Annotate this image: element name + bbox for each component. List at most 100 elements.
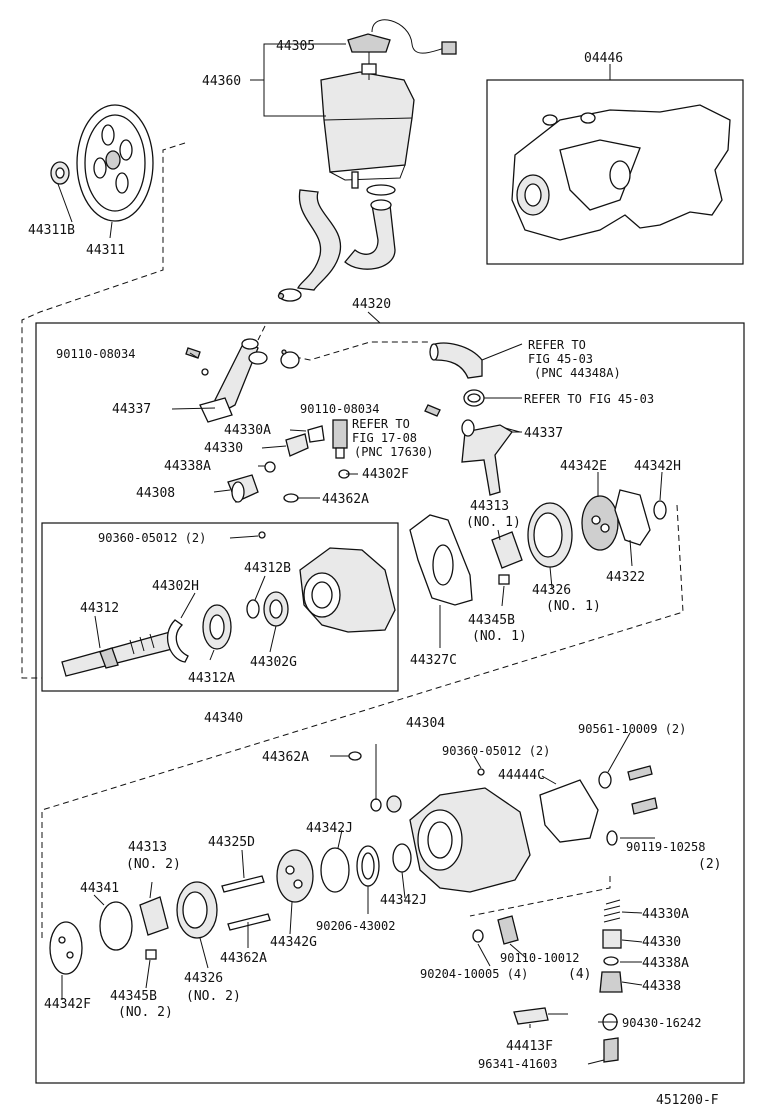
pins-44325D-icon	[221, 875, 271, 931]
hose-clamp-icon	[277, 288, 302, 302]
housing-sub-assy-icon	[511, 104, 731, 241]
label-44362A-top: 44362A	[322, 492, 369, 507]
pin-90360-b-icon	[477, 768, 485, 776]
seal-pair-icon	[370, 795, 402, 813]
plug-44338-icon	[599, 971, 623, 993]
label-no2-c: (NO. 2)	[186, 989, 241, 1004]
label-44330A-bot: 44330A	[642, 907, 689, 922]
plate-44342E-icon	[581, 495, 619, 551]
label-04446: 04446	[584, 51, 623, 66]
label-90206-43002: 90206-43002	[316, 919, 395, 933]
label-44337-right: 44337	[524, 426, 563, 441]
plate-44341-icon	[99, 901, 133, 951]
pulley-nut-icon	[50, 161, 70, 185]
label-44322: 44322	[606, 570, 645, 585]
cam-ring-44326-bot-icon	[176, 881, 218, 939]
label-90110-08034-a: 90110-08034	[56, 347, 135, 361]
hose-ref-line3: (PNC 44348A)	[534, 366, 621, 380]
outlet-union-right-icon	[461, 419, 521, 496]
label-44340: 44340	[204, 711, 243, 726]
hose-clamp-dash	[257, 325, 266, 341]
label-44360: 44360	[202, 74, 241, 89]
oring-44342J-b-icon	[392, 843, 412, 873]
hose-ref-icon	[429, 342, 483, 379]
label-44342G: 44342G	[270, 935, 317, 950]
label-44312A: 44312A	[188, 671, 235, 686]
clamp-small-icon	[280, 349, 300, 369]
shaft-sub-assy-frame	[41, 522, 399, 692]
hose-boundary-line	[284, 341, 430, 361]
label-44327C: 44327C	[410, 653, 457, 668]
label-44444C: 44444C	[498, 768, 545, 783]
valve-boundary-line	[469, 876, 611, 917]
label-44313-bot: 44313	[128, 840, 167, 855]
label-44311B: 44311B	[28, 223, 75, 238]
label-44330-bot: 44330	[642, 935, 681, 950]
pulley-icon	[76, 104, 154, 222]
reservoir-cap-icon	[347, 19, 457, 80]
clamp-ref-icon	[463, 389, 485, 407]
bolt-90119-icon	[606, 797, 658, 846]
clamp-ref: REFER TO FIG 45-03	[524, 392, 654, 406]
label-90561-10009: 90561-10009 (2)	[578, 722, 686, 736]
rotor-44313-bot-icon	[139, 896, 169, 936]
switch-ref-line2: FIG 17-08	[352, 431, 417, 445]
bolt-90110-right-icon	[424, 404, 441, 417]
label-no1-c: (NO. 1)	[546, 599, 601, 614]
label-4: (4)	[568, 967, 591, 982]
body-boundary-line	[41, 504, 684, 940]
bearing-icon	[202, 604, 232, 650]
label-44342F: 44342F	[44, 997, 91, 1012]
label-90360-05012-b: 90360-05012 (2)	[442, 744, 550, 758]
label-no2-a: (NO. 2)	[126, 857, 181, 872]
diagram-id: 451200-F	[656, 1093, 719, 1108]
plug-44308-icon	[227, 474, 259, 503]
outlet-union-left-icon	[199, 338, 268, 423]
label-44413F: 44413F	[506, 1039, 553, 1054]
label-44312: 44312	[80, 601, 119, 616]
switch-ref-line1: REFER TO	[352, 417, 410, 431]
valve-spring-top-icon	[285, 425, 325, 457]
return-hose-icon	[297, 189, 396, 291]
label-90110-08034-b: 90110-08034	[300, 402, 379, 416]
label-44330-top: 44330	[204, 441, 243, 456]
pump-assy-frame	[35, 322, 745, 1084]
bolt-90110-10012-icon	[472, 915, 519, 945]
label-90360-05012-a: 90360-05012 (2)	[98, 531, 206, 545]
label-90204-10005: 90204-10005 (4)	[420, 967, 528, 981]
front-housing-icon	[258, 531, 396, 633]
label-44362A-mid: 44362A	[262, 750, 309, 765]
label-44304: 44304	[406, 716, 445, 731]
snap-ring-icon	[166, 619, 189, 663]
label-44338A-top: 44338A	[164, 459, 211, 474]
label-90430-16242: 90430-16242	[622, 1016, 701, 1030]
label-2: (2)	[698, 857, 721, 872]
pulley-boundary-line	[21, 142, 186, 679]
label-44342E: 44342E	[560, 459, 607, 474]
oil-seal-44302G-icon	[263, 591, 289, 627]
label-44302G: 44302G	[250, 655, 297, 670]
union-44413F-icon	[513, 1007, 568, 1025]
reservoir-icon	[320, 71, 415, 196]
label-44338A-bot: 44338A	[642, 956, 689, 971]
bracket-44444C-icon	[539, 779, 599, 843]
label-no2-b: (NO. 2)	[118, 1005, 173, 1020]
hose-ref-line2: FIG 45-03	[528, 352, 593, 366]
label-96341-41603: 96341-41603	[478, 1057, 557, 1071]
label-44313-top: 44313	[470, 499, 509, 514]
oring-44362A-mid-icon	[348, 751, 362, 761]
oring-44362A-top-icon	[283, 493, 299, 503]
oring-44338A-bot-icon	[603, 956, 619, 966]
label-44302F: 44302F	[362, 467, 409, 482]
switch-ref-line3: (PNC 17630)	[354, 445, 433, 459]
bolt-96341-icon	[603, 1037, 619, 1063]
label-90110-10012: 90110-10012	[500, 951, 579, 965]
seal-90206-icon	[356, 845, 380, 887]
label-44305: 44305	[276, 39, 315, 54]
rotor-44313-icon	[491, 531, 523, 569]
vane-44345B-bot-icon	[145, 949, 157, 960]
cam-ring-44326-icon	[527, 502, 573, 568]
shaft-icon	[61, 631, 177, 677]
label-no1-b: (NO. 1)	[472, 629, 527, 644]
